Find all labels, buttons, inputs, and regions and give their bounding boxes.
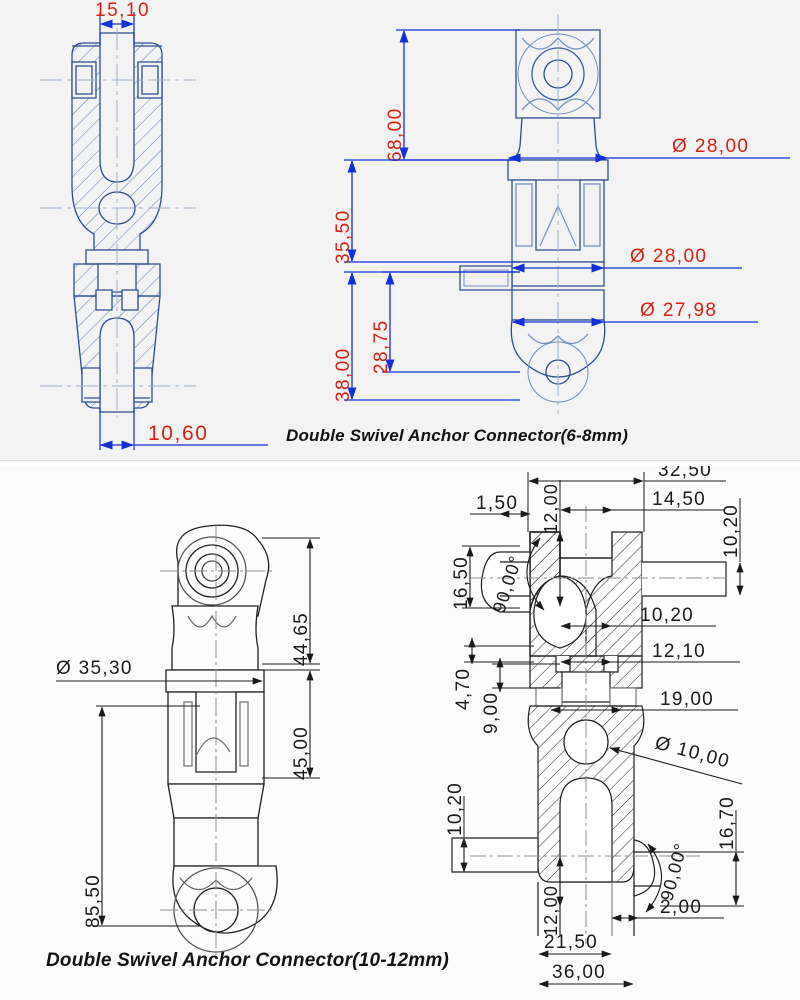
dim-label: 10,20	[721, 504, 742, 558]
dim-12-00-upper: 12,00	[541, 480, 564, 607]
dim-36-00: 36,00	[538, 962, 634, 988]
bottom-drawing-panel: 44,65 45,00 85,50	[0, 466, 800, 1000]
view-section-10-12mm: 32,50 14,50 12,00 1,	[445, 466, 744, 988]
dim-10-20-upper-right: 10,20	[721, 498, 744, 596]
dim-12-00-lower: 12,00	[541, 856, 564, 936]
dim-15-10: 15,10	[95, 0, 150, 45]
dim-label: 45,00	[291, 726, 312, 780]
dim-label: Ø 10,00	[653, 733, 733, 773]
dim-label: 10,60	[148, 422, 209, 445]
top-drawing-panel: 15,10 10,60	[0, 0, 800, 462]
dim-68-00: 68,00	[385, 29, 520, 162]
dim-label: 44,65	[291, 612, 312, 666]
panel-divider-line	[0, 460, 800, 461]
dim-16-50: 16,50	[451, 545, 520, 610]
dim-12-10: 12,10	[560, 641, 740, 666]
dim-14-50: 14,50	[560, 489, 724, 514]
dim-dia-27-98: Ø 27,98	[511, 300, 758, 327]
dim-4-70: 4,70	[453, 637, 534, 710]
dim-dia-28-00-upper: Ø 28,00	[507, 136, 790, 163]
dim-label: Ø 27,98	[640, 300, 717, 321]
dim-45-00: 45,00	[262, 669, 320, 780]
dim-label: 4,70	[453, 668, 474, 710]
panel-divider	[0, 462, 800, 466]
top-views-svg: 15,10 10,60	[40, 0, 790, 450]
dim-label: 35,50	[333, 209, 354, 264]
dim-38-00: 38,00	[333, 271, 520, 402]
bottom-views-svg: 44,65 45,00 85,50	[56, 466, 744, 988]
view-outline-6-8mm: 68,00 35,50 38,00	[333, 14, 790, 414]
caption-bottom: Double Swivel Anchor Connector(10-12mm)	[46, 950, 449, 971]
dim-label: 21,50	[544, 932, 598, 953]
dim-label: 16,70	[717, 796, 738, 850]
dim-28-75: 28,75	[371, 271, 520, 374]
dim-label: 1,50	[476, 493, 518, 514]
caption-top: Double Swivel Anchor Connector(6-8mm)	[286, 426, 629, 445]
dim-label: 85,50	[83, 874, 104, 928]
dim-label: 12,10	[652, 641, 706, 662]
dim-16-70: 16,70	[660, 796, 744, 907]
dim-label: 9,00	[481, 692, 502, 734]
dim-dia-28-00-middle: Ø 28,00	[511, 246, 742, 273]
dim-35-50: 35,50	[333, 159, 520, 264]
dim-10-60: 10,60	[99, 408, 268, 450]
dim-label: Ø 35,30	[56, 658, 133, 679]
dim-label: 38,00	[333, 347, 354, 402]
dim-19-00: 19,00	[550, 689, 738, 714]
dim-label: 19,00	[660, 689, 714, 710]
dim-label: 28,75	[371, 319, 392, 374]
dim-label: 68,00	[385, 107, 406, 162]
dim-44-65: 44,65	[262, 537, 320, 666]
dim-label: 10,20	[445, 782, 466, 836]
dim-32-50: 32,50	[527, 466, 726, 532]
dim-label: 10,20	[640, 605, 694, 626]
dim-label: 32,50	[658, 466, 712, 481]
dim-label: 12,00	[541, 483, 561, 534]
view-section-6-8mm: 15,10 10,60	[40, 0, 268, 450]
dim-label: 2,00	[660, 897, 702, 918]
dim-label: 14,50	[652, 489, 706, 510]
dim-label: 15,10	[95, 0, 150, 21]
dim-10-20-middle: 10,20	[560, 605, 716, 630]
dim-2-00: 2,00	[611, 897, 724, 922]
dim-label: Ø 28,00	[672, 136, 749, 157]
dim-85-50: 85,50	[83, 705, 200, 928]
dim-10-20-lower-left: 10,20	[445, 782, 468, 873]
dim-21-50: 21,50	[538, 932, 612, 958]
view-outline-10-12mm: 44,65 45,00 85,50	[56, 524, 320, 958]
dim-label: 16,50	[451, 556, 472, 610]
dim-dia-35-30: Ø 35,30	[56, 658, 263, 685]
dim-label: 36,00	[552, 962, 606, 983]
dim-label: Ø 28,00	[630, 246, 707, 267]
dim-label: 12,00	[541, 885, 561, 936]
dim-1-50: 1,50	[470, 493, 531, 518]
dim-9-00: 9,00	[481, 657, 560, 734]
